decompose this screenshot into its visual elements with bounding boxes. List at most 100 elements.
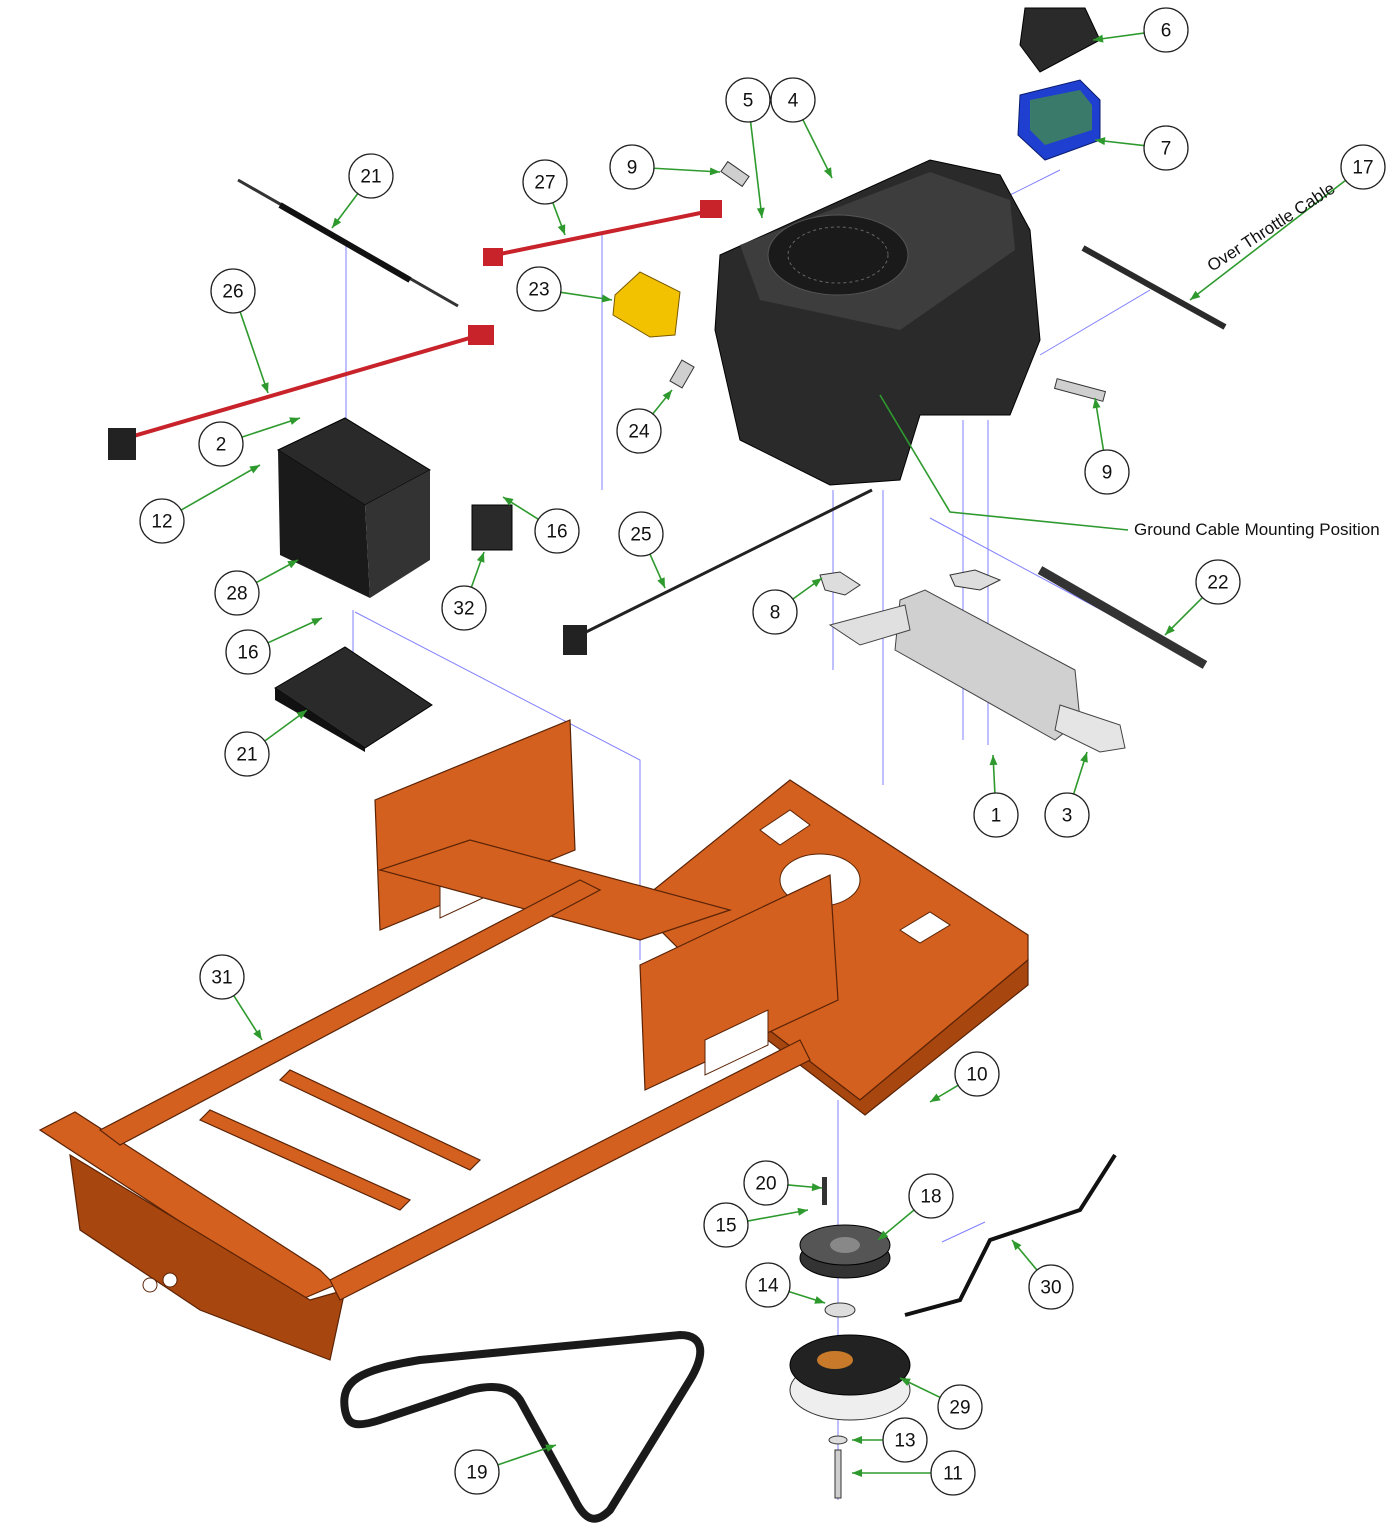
callout-24: 24 [616,408,662,454]
callout-9: 9 [1084,449,1130,495]
callout-circle [882,1417,928,1463]
callout-circle [1195,559,1241,605]
arrowhead-icon [260,382,269,393]
bolt [834,1449,842,1499]
arrowhead-icon [1190,290,1201,300]
arrowhead-icon [1095,137,1106,146]
muffler [828,589,1126,753]
callout-circle [214,570,260,616]
callout-circle [454,1449,500,1495]
starter-cable-red [483,200,722,266]
callout-2: 2 [198,421,244,467]
control-cable [237,178,459,308]
callout-circle [1143,7,1189,53]
arrowhead-icon [709,167,720,176]
chassis-frame [38,719,1029,1361]
arrowhead-icon [289,417,300,425]
callout-circle [930,1450,976,1496]
arrowhead-icon [601,294,612,303]
throttle-cable [1081,245,1227,330]
callout-number: 23 [528,280,549,301]
callout-number: 1 [991,806,1002,827]
arrowhead-icon [811,1183,822,1192]
callout-9: 9 [609,144,655,190]
callout-20: 20 [743,1160,789,1206]
callout-6: 6 [1143,7,1189,53]
callout-number: 22 [1207,573,1228,594]
arrowhead-icon [878,1230,889,1240]
arrowhead-icon [332,217,342,228]
callout-28: 28 [214,570,260,616]
key [822,1177,827,1205]
washer-small [828,1435,848,1445]
callout-25: 25 [618,511,664,557]
callout-circle [752,589,798,635]
callout-number: 4 [788,91,799,112]
callout-11: 11 [930,1450,976,1496]
callout-15: 15 [703,1202,749,1248]
washer [824,1302,856,1318]
leader-line [747,1209,809,1222]
arrowhead-icon [1093,34,1104,43]
callout-4: 4 [770,77,816,123]
wiring-harness [904,1153,1117,1317]
gasket [819,571,861,596]
ground-cable-leader [879,394,1129,531]
callout-3: 3 [1044,792,1090,838]
arrowhead-icon [296,710,307,720]
callout-circle [198,421,244,467]
callout-circle [770,77,816,123]
callout-5: 5 [725,77,771,123]
callout-number: 30 [1040,1278,1061,1299]
callout-number: 28 [226,584,247,605]
callout-circle [210,268,256,314]
callout-circle [1044,792,1090,838]
arrowhead-icon [545,1444,556,1453]
callout-circle [937,1384,983,1430]
arrowhead-icon [756,207,765,218]
callout-circle [1028,1264,1074,1310]
leader-line [653,167,721,173]
arrowhead-icon [823,167,832,178]
callout-23: 23 [516,266,562,312]
callout-circle [522,159,568,205]
arrowhead-icon [287,560,298,569]
ground-cable [563,488,873,655]
battery [276,417,432,598]
arrowhead-icon [557,224,566,235]
arrowhead-icon [900,1378,911,1386]
callout-31: 31 [199,954,245,1000]
arrowhead-icon [311,618,322,626]
callout-1: 1 [973,792,1019,838]
solenoid [471,504,513,551]
callout-30: 30 [1028,1264,1074,1310]
arrowhead-icon [249,465,260,474]
callout-number: 15 [715,1216,736,1237]
callout-32: 32 [441,585,487,631]
callout-number: 7 [1161,139,1172,160]
arrowhead-icon [657,577,665,588]
callout-number: 10 [966,1065,987,1086]
callout-10: 10 [954,1051,1000,1097]
arrowhead-icon [503,497,514,506]
drive-belt [340,1330,705,1523]
arrowhead-icon [852,1469,862,1477]
arrowhead-icon [852,1436,862,1444]
spark-plug-right [1053,378,1107,402]
battery-tray [274,646,433,752]
callout-number: 14 [757,1276,779,1297]
callout-circle [725,77,771,123]
callout-7: 7 [1143,125,1189,171]
callout-13: 13 [882,1417,928,1463]
callout-17: 17 [1340,144,1386,190]
callout-number: 6 [1161,21,1172,42]
oil-filter [612,271,681,338]
callout-number: 25 [630,525,651,546]
callout-18: 18 [908,1173,954,1219]
callout-number: 19 [466,1463,487,1484]
callout-number: 29 [949,1398,970,1419]
arrowhead-icon [253,1029,262,1040]
fuel-filter [669,359,695,389]
